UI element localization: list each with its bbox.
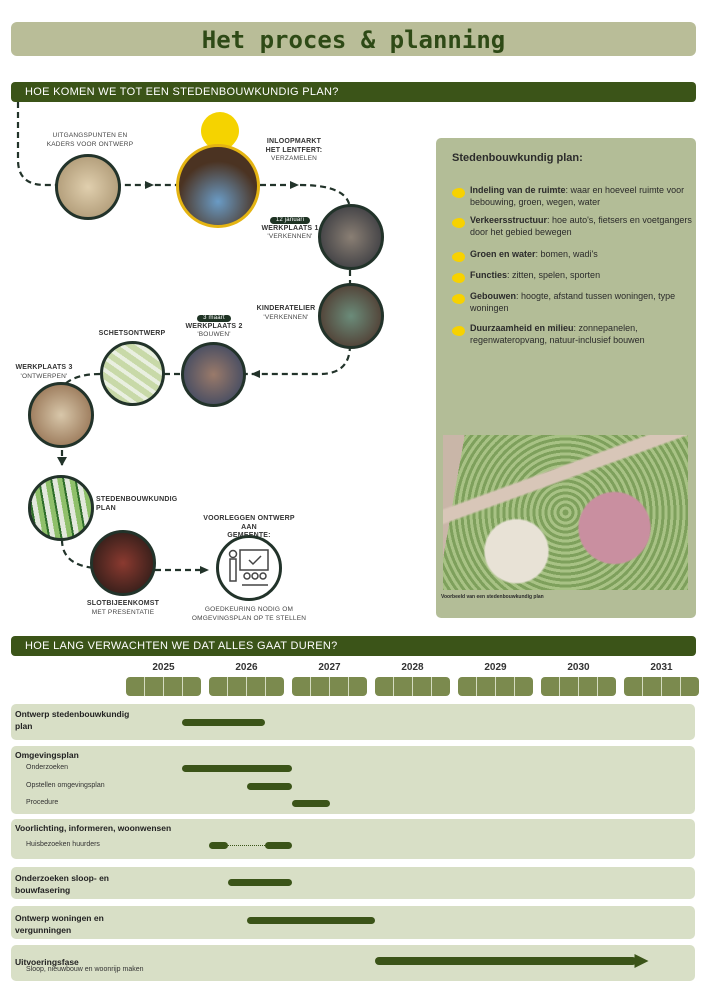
step-kinderatelier-label: KINDERATELIER'VERKENNEN' bbox=[256, 305, 316, 321]
page-title: Het proces & planning bbox=[11, 22, 696, 56]
year-label: 2030 bbox=[567, 662, 590, 673]
year-label: 2025 bbox=[152, 662, 175, 673]
bullet-icon bbox=[452, 218, 465, 228]
item-heading: Verkeersstructuur bbox=[470, 215, 548, 225]
item-text: : zitten, spelen, sporten bbox=[507, 270, 601, 280]
presentation-icon bbox=[216, 535, 282, 601]
item-heading: Duurzaamheid en milieu bbox=[470, 323, 574, 333]
photo-werkplaats2 bbox=[181, 342, 246, 407]
plan-aspect-item: Gebouwen: hoogte, afstand tussen woninge… bbox=[452, 291, 692, 314]
gantt-group-label: Ontwerp stedenbouwkundig plan bbox=[15, 709, 130, 731]
gantt-bar bbox=[227, 879, 292, 886]
gantt-group bbox=[11, 867, 695, 899]
gantt-group-label: Omgevingsplan bbox=[15, 750, 79, 760]
year-label: 2028 bbox=[401, 662, 424, 673]
panel-title: Stedenbouwkundig plan: bbox=[452, 152, 583, 164]
gantt-group-label: Voorlichting, informeren, woonwensen bbox=[15, 823, 172, 833]
gantt-group bbox=[11, 819, 695, 859]
year-quarters bbox=[624, 677, 699, 696]
gantt-row-label: Huisbezoeken huurders bbox=[26, 841, 100, 848]
item-text: : waar en hoeveel ruimte voor bebouwing,… bbox=[470, 185, 685, 207]
gantt-bar bbox=[209, 842, 228, 849]
item-heading: Indeling van de ruimte bbox=[470, 185, 566, 195]
year-quarters bbox=[541, 677, 616, 696]
item-text: : hoogte, afstand tussen woningen, type … bbox=[470, 291, 676, 313]
gantt-bar bbox=[292, 800, 330, 807]
gantt-dotted-link bbox=[227, 845, 266, 846]
photo-inloopmarkt bbox=[176, 144, 260, 228]
gantt-group-sublabel: Sloop, nieuwbouw en woonrijp maken bbox=[26, 966, 144, 973]
gantt-bar bbox=[246, 917, 375, 924]
section-header-timeline: HOE LANG VERWACHTEN WE DAT ALLES GAAT DU… bbox=[11, 636, 696, 656]
gantt-group bbox=[11, 704, 695, 740]
plan-aspect-item: Duurzaamheid en milieu: zonnepanelen, re… bbox=[452, 323, 692, 346]
section-header-process: HOE KOMEN WE TOT EEN STEDENBOUWKUNDIG PL… bbox=[11, 82, 696, 102]
plan-aspect-item: Verkeersstructuur: hoe auto's, fietsers … bbox=[452, 215, 692, 238]
item-heading: Gebouwen bbox=[470, 291, 517, 301]
photo-slotbijeenkomst bbox=[90, 530, 156, 596]
gantt-row-label: Procedure bbox=[26, 799, 59, 806]
year-label: 2029 bbox=[484, 662, 507, 673]
gantt-group-label: Uitvoeringsfase bbox=[15, 957, 79, 967]
gantt-group bbox=[11, 746, 695, 814]
bullet-icon bbox=[452, 294, 465, 304]
gantt-bar bbox=[182, 765, 292, 772]
year-quarters bbox=[375, 677, 450, 696]
photo-schetsontwerp bbox=[100, 341, 165, 406]
item-heading: Functies bbox=[470, 270, 508, 280]
gantt-bar bbox=[182, 719, 266, 726]
plan-aspect-item: Functies: zitten, spelen, sporten bbox=[452, 270, 692, 283]
photo-werkplaats3 bbox=[28, 382, 94, 448]
bullet-icon bbox=[452, 252, 465, 262]
photo-uitgangspunten bbox=[55, 154, 121, 220]
item-heading: Groen en water bbox=[470, 249, 536, 259]
plan-aspect-item: Indeling van de ruimte: waar en hoeveel … bbox=[452, 185, 692, 208]
year-label: 2027 bbox=[318, 662, 341, 673]
year-quarters bbox=[292, 677, 367, 696]
bullet-icon bbox=[452, 326, 465, 336]
gantt-row-label: Onderzoeken bbox=[26, 764, 69, 771]
step-schetsontwerp-label: SCHETSONTWERP bbox=[98, 330, 166, 337]
step-werkplaats3-label: WERKPLAATS 3'ONTWERPEN' bbox=[15, 364, 73, 380]
plan-map-image bbox=[443, 435, 688, 590]
item-text: : zonnepanelen, regenwateropvang, natuur… bbox=[470, 323, 645, 345]
map-caption: Voorbeeld van een stedenbouwkundig plan bbox=[441, 594, 544, 600]
bullet-icon bbox=[452, 273, 465, 283]
item-text: : bomen, wadi's bbox=[535, 249, 598, 259]
gantt-row-label: Opstellen omgevingsplan bbox=[26, 782, 105, 789]
year-label: 2026 bbox=[235, 662, 258, 673]
gantt-arrow bbox=[375, 954, 649, 968]
date-badge: 3 maart bbox=[197, 315, 231, 322]
photo-kinderatelier bbox=[318, 283, 384, 349]
gantt-bar bbox=[265, 842, 292, 849]
bullet-icon bbox=[452, 188, 465, 198]
item-text: : hoe auto's, fietsers en voetgangers do… bbox=[470, 215, 692, 237]
date-badge: 12 januari bbox=[269, 217, 311, 224]
gantt-group-label: Ontwerp woningen en vergunningen bbox=[15, 913, 104, 935]
year-quarters bbox=[458, 677, 533, 696]
plan-aspect-item: Groen en water: bomen, wadi's bbox=[452, 249, 692, 262]
gantt-group-label: Onderzoeken sloop- en bouwfasering bbox=[15, 873, 109, 895]
year-label: 2031 bbox=[650, 662, 673, 673]
year-quarters bbox=[209, 677, 284, 696]
year-quarters bbox=[126, 677, 201, 696]
gantt-bar bbox=[246, 783, 292, 790]
photo-stedenbouwkundig-plan bbox=[28, 475, 94, 541]
photo-werkplaats1 bbox=[318, 204, 384, 270]
